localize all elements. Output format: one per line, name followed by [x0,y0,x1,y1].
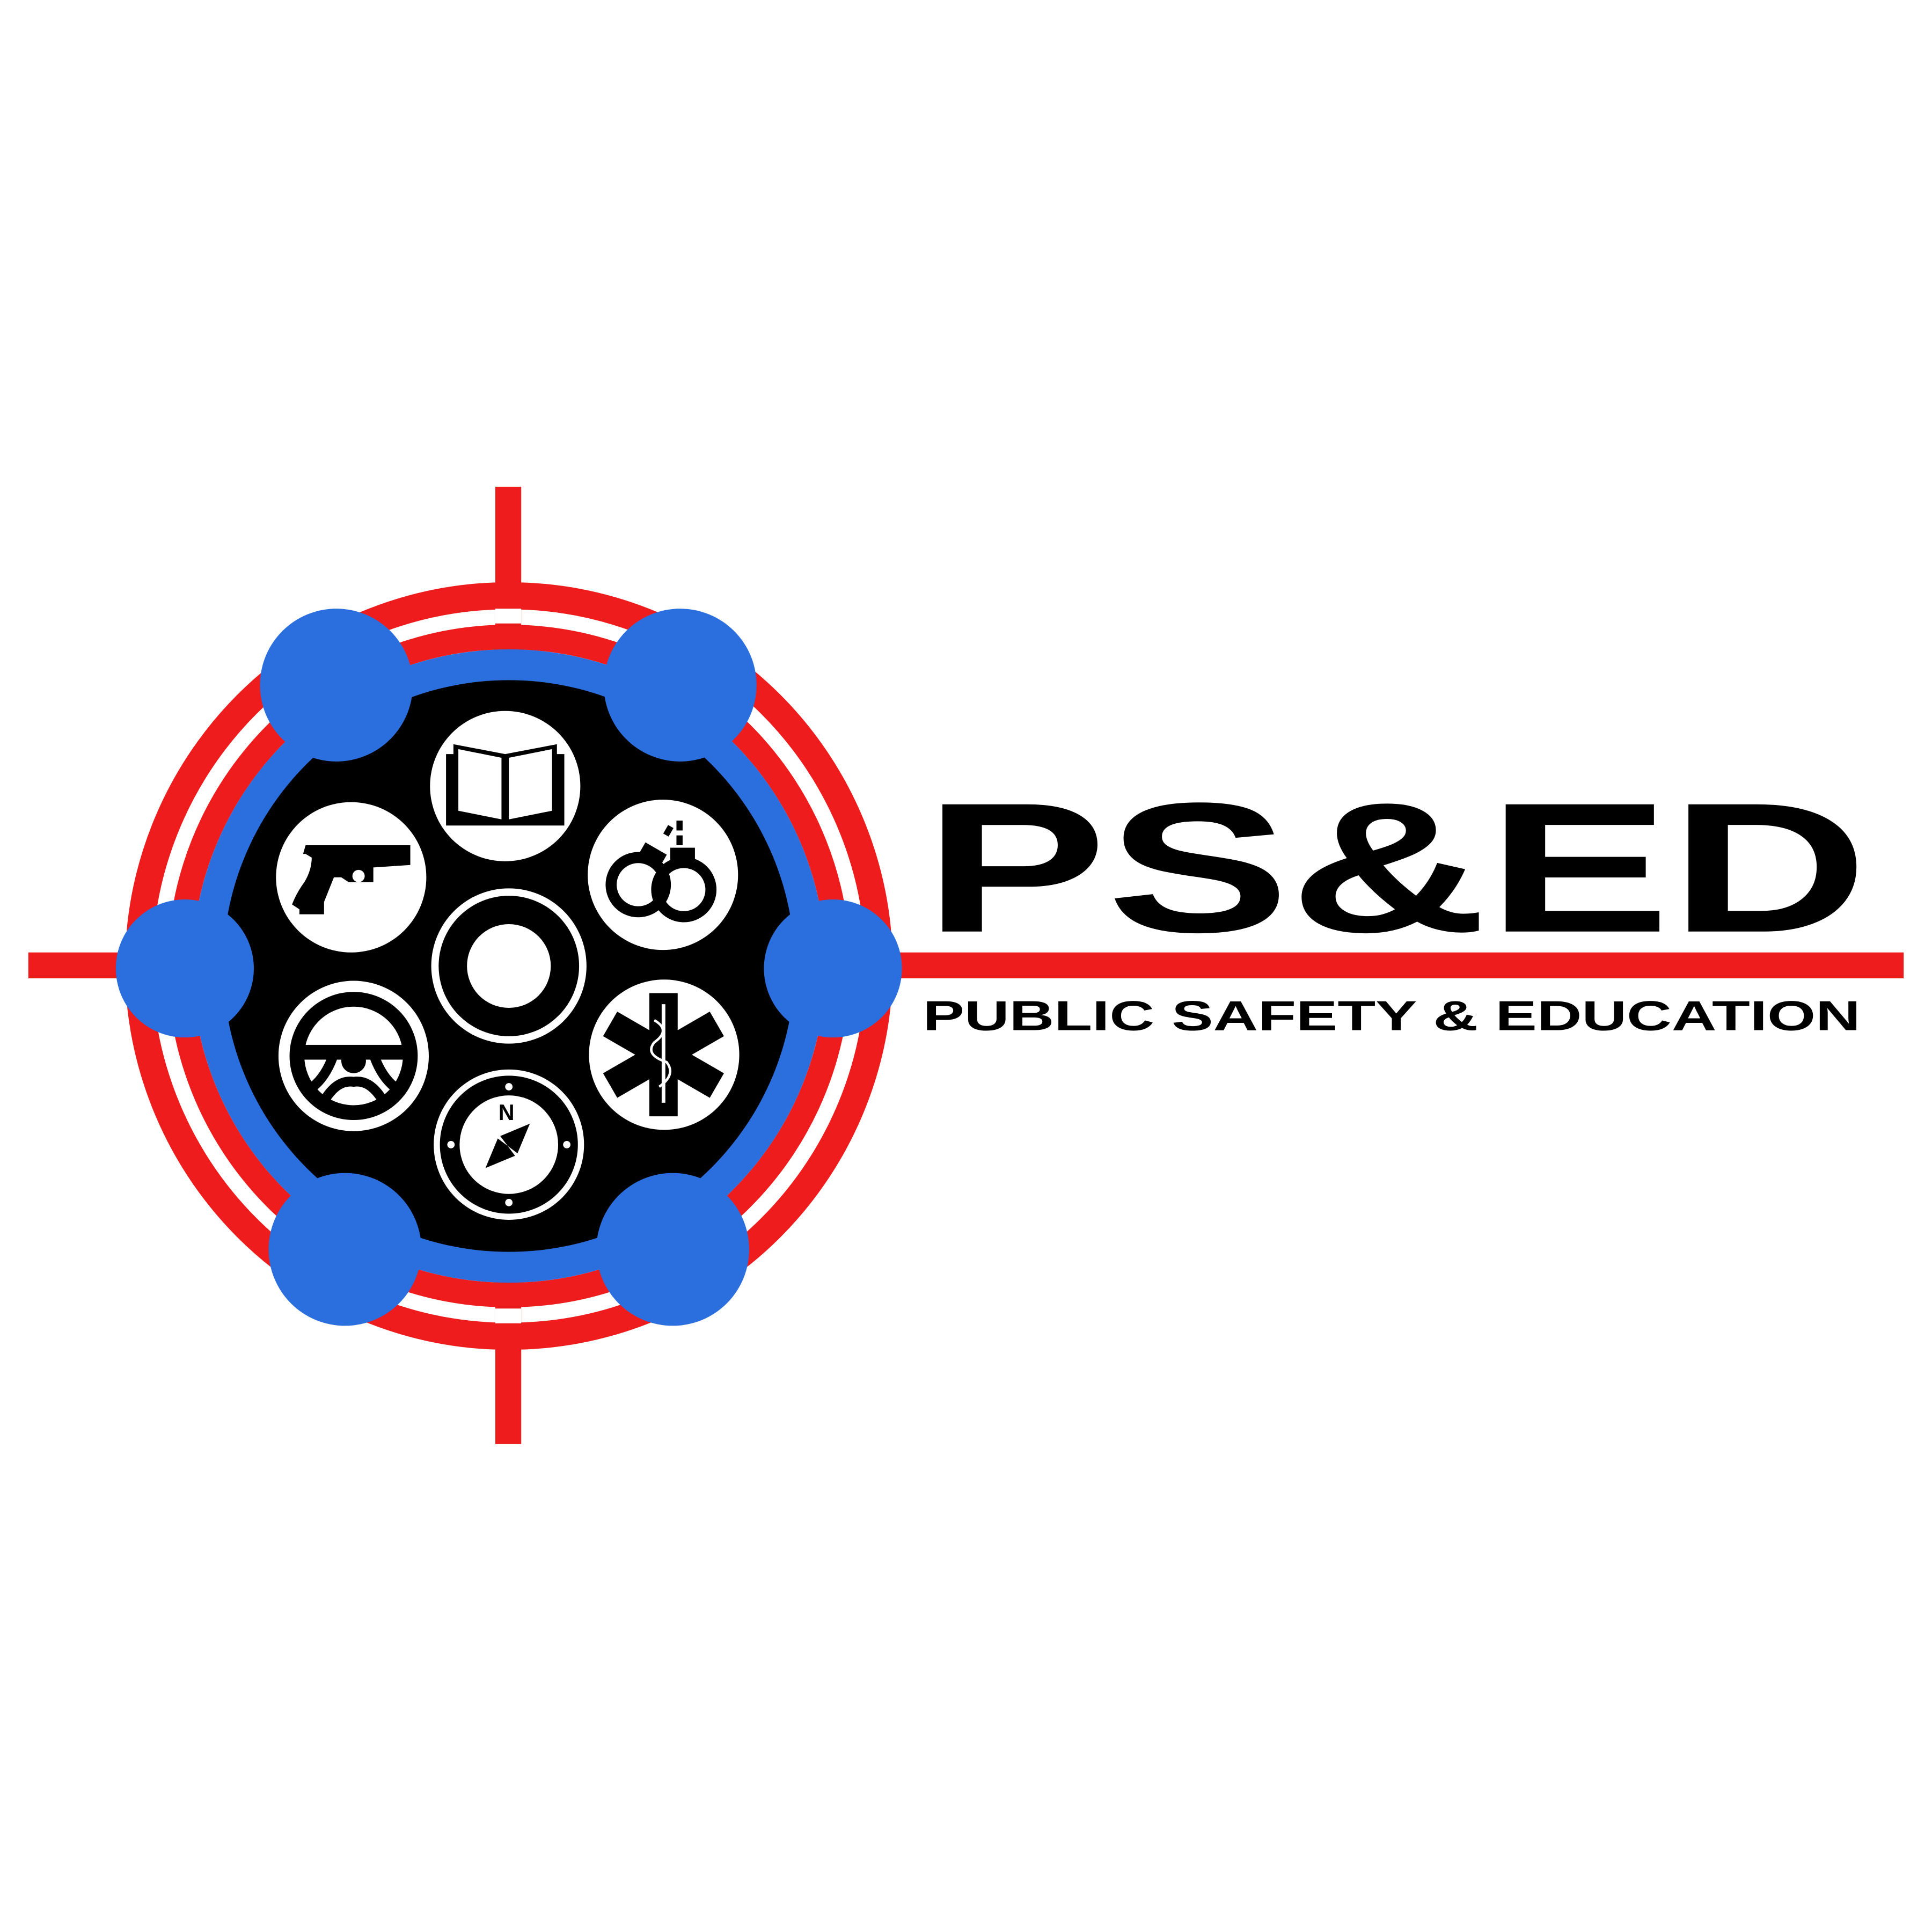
pistol-icon [292,845,411,914]
logo-subtitle: PUBLIC SAFETY & EDUCATION [923,992,1861,1039]
center-chamber [438,896,580,1036]
book-icon [446,744,565,826]
steering-wheel-icon [289,992,418,1120]
logo-title: PS&ED [924,764,1868,971]
handcuffs-icon [605,821,717,923]
compass-north-label: N [499,1100,515,1125]
compass-icon: N [440,1075,578,1214]
star-of-life-icon [603,993,724,1117]
